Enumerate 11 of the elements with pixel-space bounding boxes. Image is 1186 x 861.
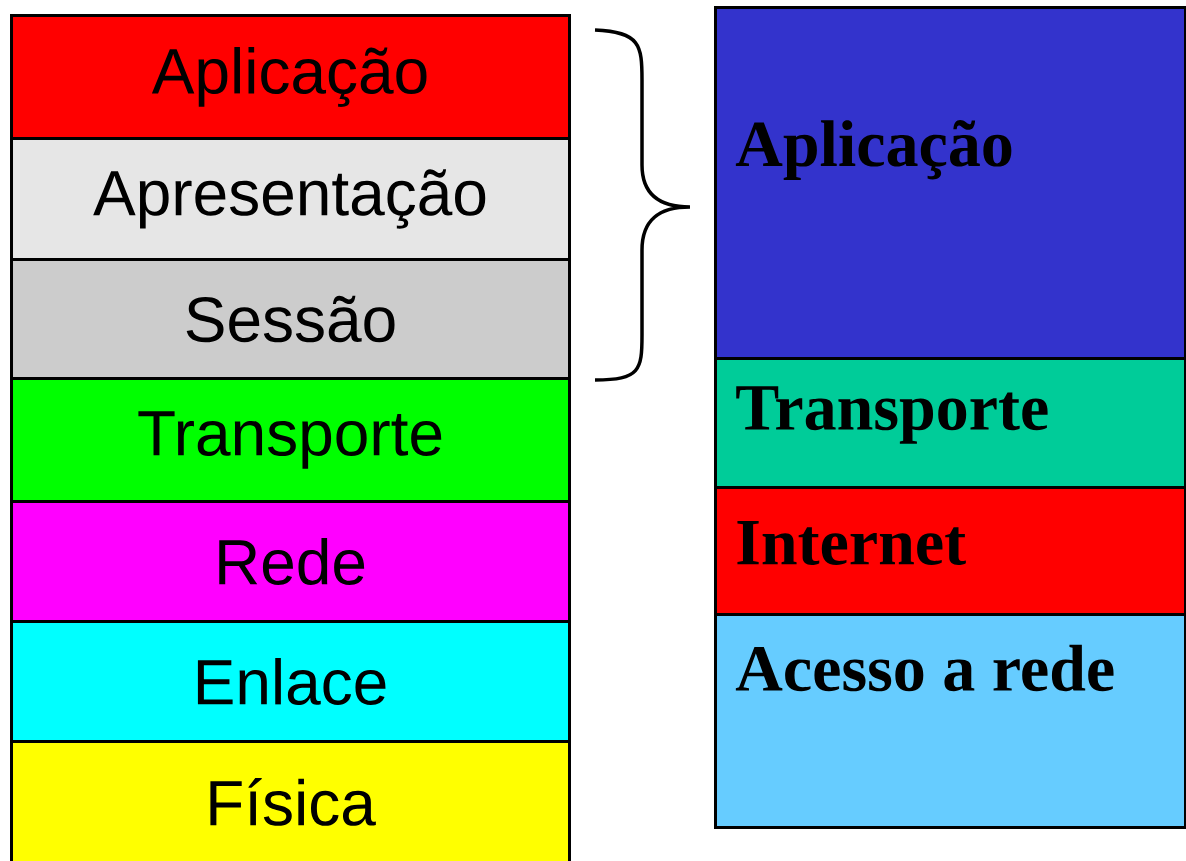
layer-box: Internet: [714, 486, 1186, 616]
layer-box: Enlace: [10, 620, 571, 743]
layer-box: Sessão: [10, 258, 571, 380]
layer-box: Transporte: [10, 377, 571, 503]
layer-box: Aplicação: [714, 6, 1186, 360]
layer-box: Física: [10, 740, 571, 861]
layer-box: Aplicação: [10, 14, 571, 140]
layer-box: Apresentação: [10, 137, 571, 261]
layer-box: Acesso a rede: [714, 613, 1186, 829]
layer-box: Rede: [10, 500, 571, 623]
layer-box: Transporte: [714, 357, 1186, 489]
